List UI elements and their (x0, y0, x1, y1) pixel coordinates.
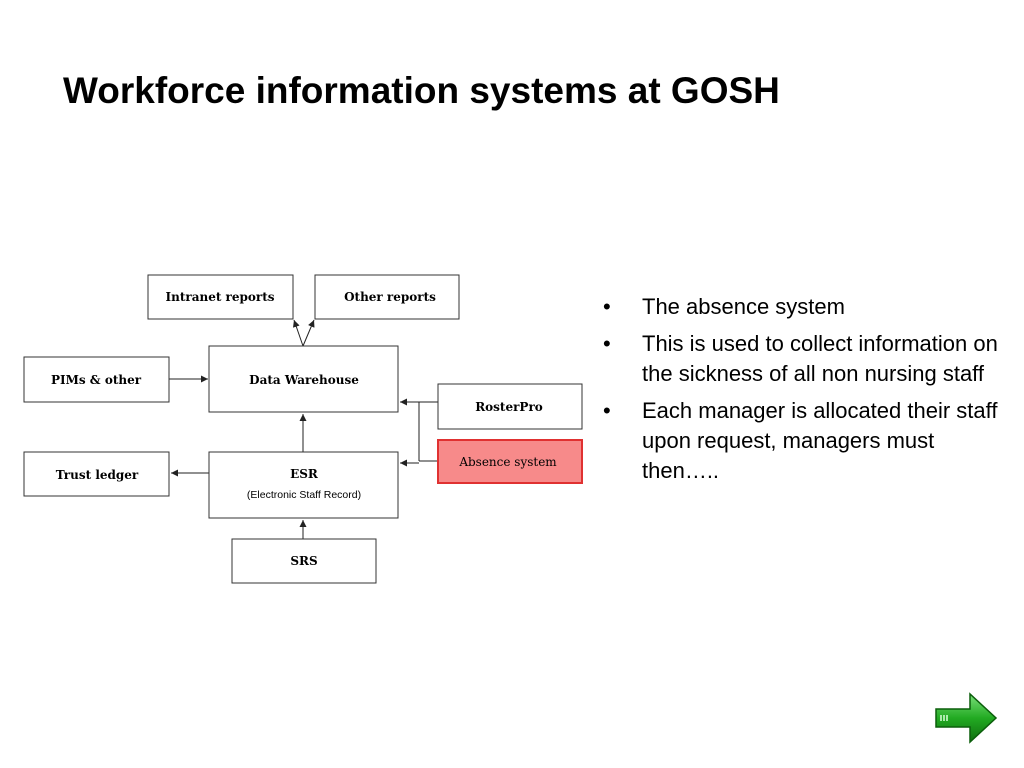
srs-box: SRS (231, 538, 377, 584)
bullet-item: • This is used to collect information on … (600, 329, 1010, 389)
trust-ledger-box: Trust ledger (23, 451, 170, 497)
rosterpro-label: RosterPro (475, 400, 543, 414)
bullet-dot: • (603, 331, 611, 356)
data-warehouse-box: Data Warehouse (208, 345, 399, 413)
esr-subtitle: (Electronic Staff Record) (247, 489, 361, 501)
pims-other-label: PIMs & other (51, 373, 142, 387)
arrow-dw-to-intranet (292, 319, 304, 347)
connector-lines (169, 319, 438, 539)
bullet-text: Each manager is allocated their staff up… (642, 398, 998, 483)
bullet-item: • Each manager is allocated their staff u… (600, 396, 1010, 486)
other-reports-box: Other reports (314, 274, 460, 320)
absence-system-label: Absence system (458, 455, 557, 469)
bullet-item: • The absence system (600, 292, 1010, 322)
other-reports-label: Other reports (344, 290, 436, 304)
next-slide-button[interactable] (932, 690, 1002, 746)
arrow-dw-to-other-reports (302, 319, 315, 347)
esr-label: ESR (290, 467, 319, 481)
bullet-dot: • (603, 294, 611, 319)
data-warehouse-label: Data Warehouse (249, 373, 359, 387)
bullet-text: The absence system (642, 294, 845, 319)
esr-box: ESR (Electronic Staff Record) (208, 451, 399, 519)
next-arrow-icon (935, 692, 998, 744)
slide-title: Workforce information systems at GOSH (63, 70, 780, 111)
pims-other-box: PIMs & other (23, 356, 170, 403)
srs-label: SRS (290, 554, 317, 568)
trust-ledger-label: Trust ledger (56, 468, 139, 482)
bullet-text: This is used to collect information on t… (642, 331, 998, 386)
rosterpro-box: RosterPro (437, 383, 583, 430)
intranet-reports-label: Intranet reports (165, 290, 274, 304)
bullet-list: • The absence system • This is used to col… (600, 292, 1010, 493)
intranet-reports-box: Intranet reports (147, 274, 294, 320)
absence-system-box: Absence system (437, 439, 583, 484)
bullet-dot: • (603, 398, 611, 423)
